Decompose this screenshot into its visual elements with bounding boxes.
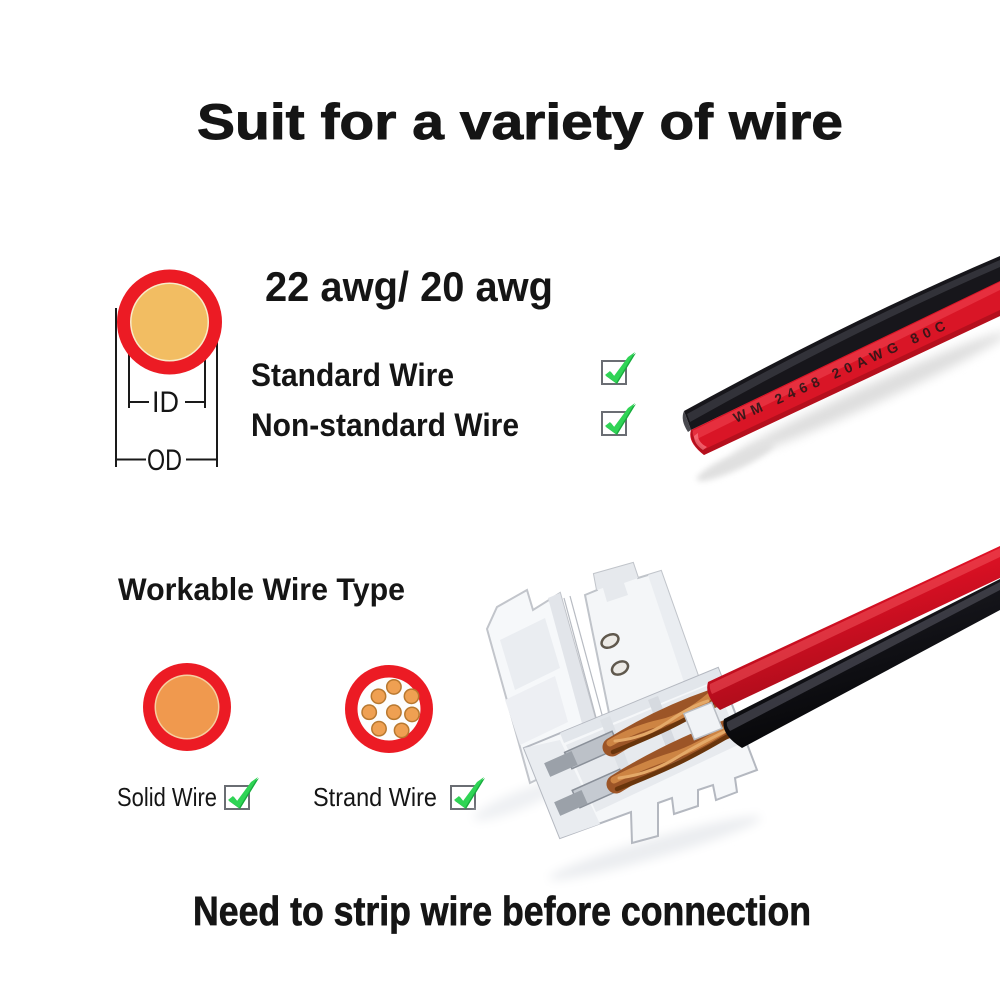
svg-text:OD: OD — [147, 444, 182, 477]
svg-text:Workable Wire Type: Workable Wire Type — [118, 571, 405, 607]
svg-text:Need to strip wire before conn: Need to strip wire before connection — [193, 888, 811, 934]
svg-text:22 awg/ 20 awg: 22 awg/ 20 awg — [265, 263, 553, 310]
svg-text:Non-standard Wire: Non-standard Wire — [251, 407, 519, 443]
svg-text:Strand Wire: Strand Wire — [313, 782, 437, 812]
svg-text:Suit for a variety of wire: Suit for a variety of wire — [197, 94, 843, 150]
svg-text:ID: ID — [152, 386, 179, 419]
svg-text:Solid Wire: Solid Wire — [117, 782, 217, 812]
svg-text:Standard Wire: Standard Wire — [251, 357, 454, 393]
